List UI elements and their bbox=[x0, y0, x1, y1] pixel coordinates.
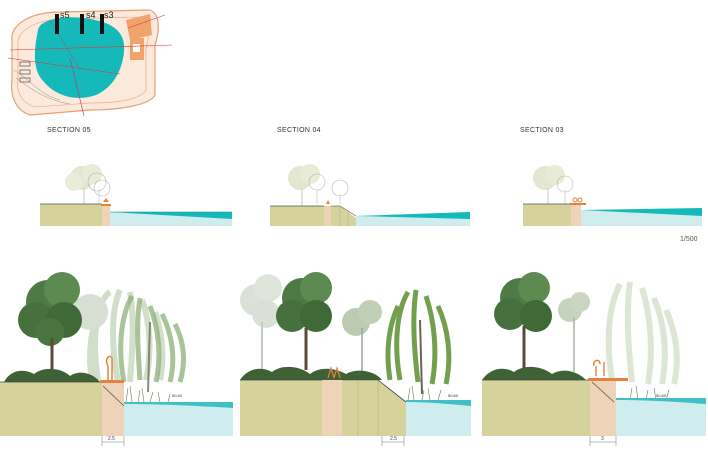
section-05-water-level: 50.60 bbox=[172, 393, 183, 398]
small-section-04 bbox=[270, 164, 470, 226]
key-marker-s5: s5 bbox=[60, 10, 70, 20]
section-04-title: SECTION 04 bbox=[277, 127, 321, 134]
large-section-04 bbox=[240, 272, 471, 446]
section-03-title: SECTION 03 bbox=[520, 127, 564, 134]
section-04-water-level: 50.60 bbox=[448, 393, 459, 398]
large-section-03 bbox=[482, 272, 706, 446]
section-05-dimension: 2.5 bbox=[108, 436, 115, 442]
small-section-05 bbox=[40, 164, 232, 226]
section-05-title: SECTION 05 bbox=[47, 127, 91, 134]
small-section-03 bbox=[523, 165, 702, 226]
section-04-dimension: 2.5 bbox=[390, 436, 397, 442]
key-plan-map bbox=[7, 9, 173, 117]
key-marker-s3: s3 bbox=[104, 10, 114, 20]
large-section-05 bbox=[0, 272, 233, 446]
key-marker-s4: s4 bbox=[86, 10, 96, 20]
scale-label: 1/500 bbox=[680, 236, 698, 243]
section-03-water-level: 50.60 bbox=[656, 393, 667, 398]
section-03-dimension: 3 bbox=[601, 436, 604, 442]
